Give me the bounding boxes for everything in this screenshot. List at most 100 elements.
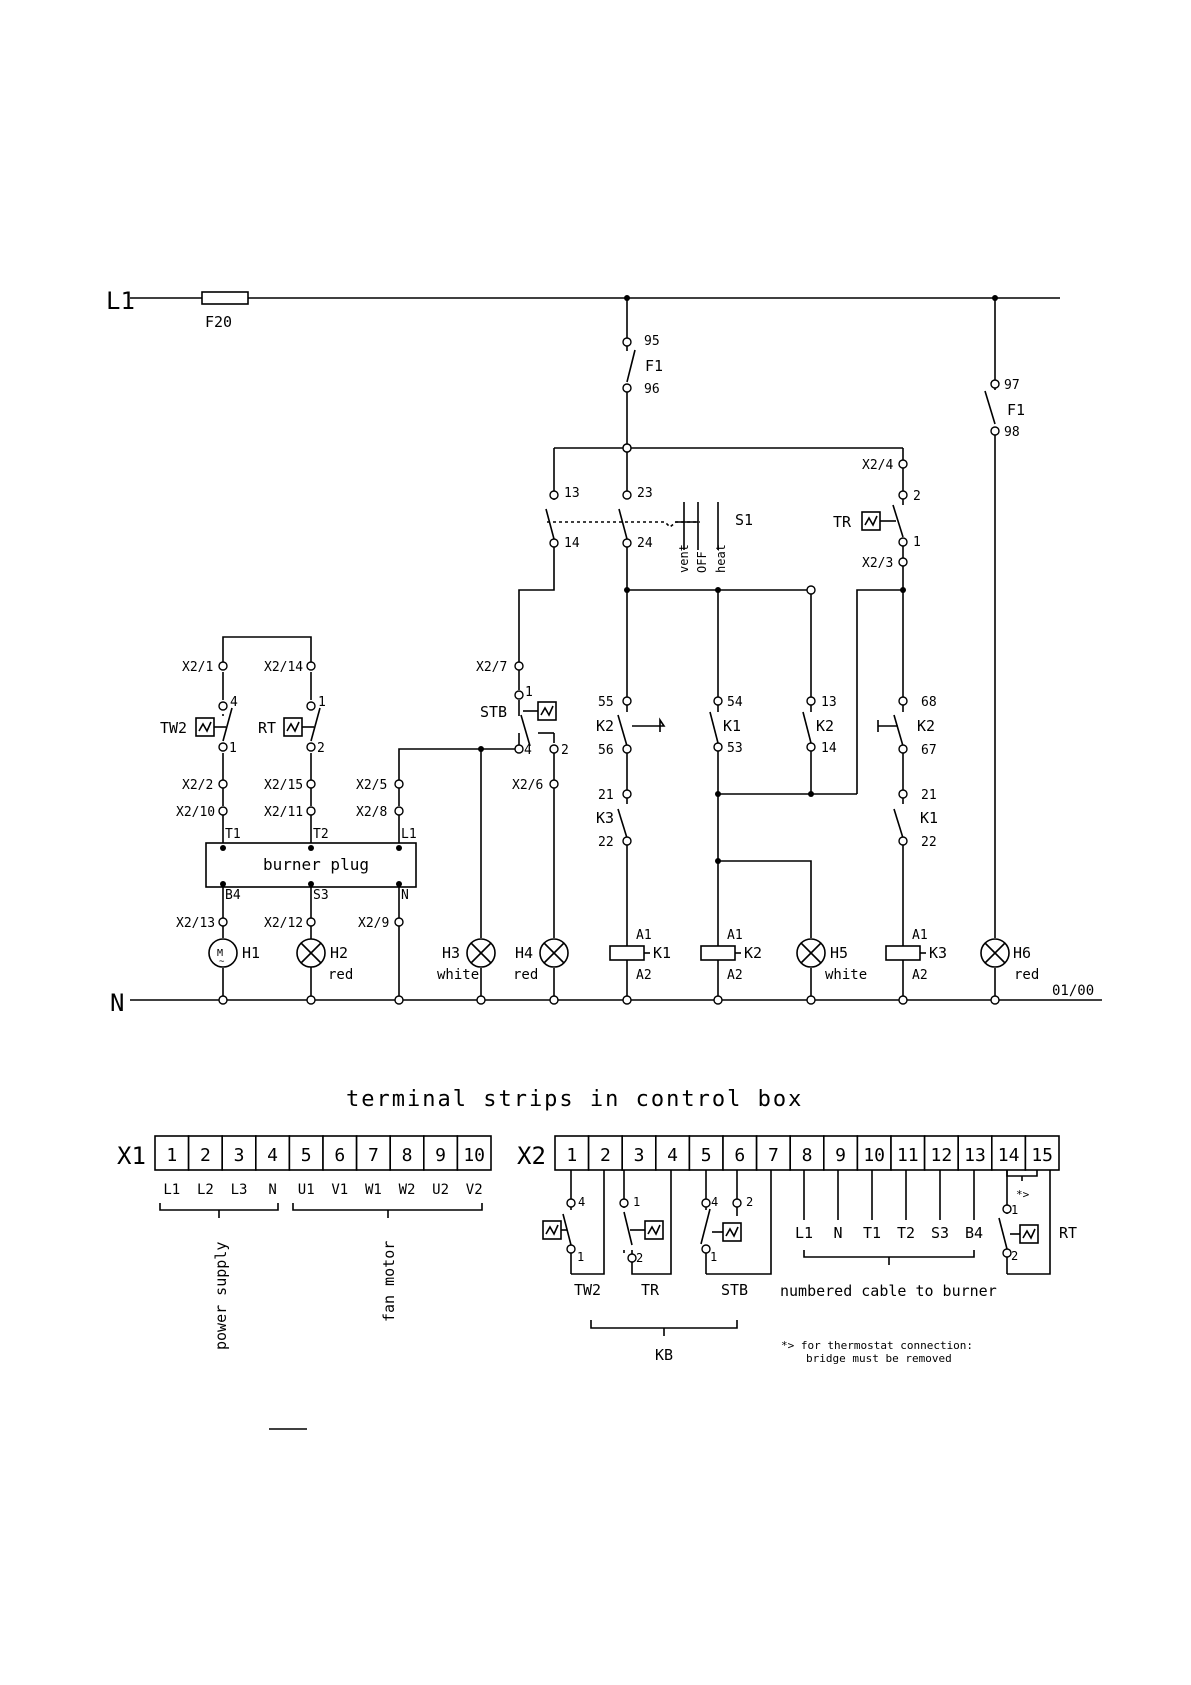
s1-position-off: OFF (695, 551, 709, 573)
label-k1-21: 21 (921, 788, 937, 803)
coil-k2-name: K2 (744, 944, 762, 962)
label-k1-13: 13 (564, 486, 580, 501)
label-x2-3: X2/3 (862, 556, 893, 571)
x1-cell-number: 9 (435, 1145, 446, 1166)
label-h5: H5 (830, 944, 848, 962)
label-x2-15: X2/15 (264, 778, 303, 793)
label-k2-68: 68 (921, 695, 937, 710)
label-b4: B4 (225, 888, 241, 903)
rt-pin-1: 1 (1011, 1203, 1018, 1217)
label-h3: H3 (442, 944, 460, 962)
label-k1-53: 53 (727, 741, 743, 756)
power-rails: L1 N 01/00 (106, 287, 1102, 1017)
tr-pin-1: 1 (633, 1195, 640, 1209)
label-x2-6: X2/6 (512, 778, 543, 793)
label-x2-4: X2/4 (862, 458, 893, 473)
x1-cell (255, 1135, 291, 1171)
x1-terminal-signal: N (268, 1182, 276, 1198)
label-h2: H2 (330, 944, 348, 962)
label-tw2-4: 4 (230, 695, 238, 710)
x1-group-power-supply: power supply (212, 1242, 230, 1350)
label-x2-1: X2/1 (182, 660, 213, 675)
label-rt-1: 1 (318, 695, 326, 710)
cable-label: S3 (931, 1224, 949, 1242)
x2-cell-number: 1 (566, 1145, 577, 1166)
x1-label: X1 (117, 1142, 146, 1170)
thermostat-icon (283, 717, 314, 737)
label-x2-14: X2/14 (264, 660, 303, 675)
label-t1: T1 (225, 827, 241, 842)
fuse-f20-label: F20 (205, 313, 232, 331)
x1-terminal-signal: V1 (331, 1182, 348, 1198)
label-x2-12: X2/12 (264, 916, 303, 931)
label-k1-54: 54 (727, 695, 743, 710)
rt-label: RT (1059, 1224, 1077, 1242)
stb-pin-1: 1 (710, 1250, 717, 1264)
label-k1-b: K1 (920, 809, 938, 827)
x1-cell (456, 1135, 492, 1171)
label-t2: T2 (313, 827, 329, 842)
label-k3-22: 22 (598, 835, 614, 850)
x1-cell (389, 1135, 425, 1171)
coil-k3-a2: A2 (912, 968, 928, 983)
left-circuit: M ~ X2/1 X2/14 4 TW2 1 1 RT 2 X2/2 X2/10… (160, 636, 481, 1005)
burner-plug-label: burner plug (263, 855, 369, 874)
x1-terminal-signal: L1 (163, 1182, 180, 1198)
label-tr-2: 2 (913, 489, 921, 504)
x2-cell-number: 8 (802, 1145, 813, 1166)
label-x2-8: X2/8 (356, 805, 387, 820)
fuse-f20: F20 (201, 291, 249, 331)
contactor-ladder: 55 K2 56 21 K3 22 54 K1 53 13 K2 14 68 K… (596, 585, 1039, 1005)
x2-cell-number: 4 (667, 1145, 678, 1166)
label-h1: H1 (242, 944, 260, 962)
s1-position-heat: heat (714, 544, 728, 573)
tw2-label: TW2 (574, 1281, 601, 1299)
x2-cell-number: 10 (863, 1145, 885, 1166)
x2-cell-number: 5 (701, 1145, 712, 1166)
x2-cell (923, 1135, 959, 1171)
x2-label: X2 (517, 1142, 546, 1170)
label-h5-color: white (825, 967, 867, 983)
tr-pin-2: 2 (636, 1251, 643, 1265)
tw2-pin-1: 1 (577, 1250, 584, 1264)
x1-cell-number: 8 (402, 1145, 413, 1166)
label-n-plug: N (401, 888, 409, 903)
x2-cell-number: 14 (998, 1145, 1020, 1166)
coil-k2-a2: A2 (727, 968, 743, 983)
label-k3: K3 (596, 809, 614, 827)
cable-label: B4 (965, 1224, 983, 1242)
label-x2-2: X2/2 (182, 778, 213, 793)
stb-pin-2: 2 (746, 1195, 753, 1209)
label-k2-a: K2 (596, 717, 614, 735)
label-h4-color: red (513, 967, 538, 983)
x1-cell-number: 3 (234, 1145, 245, 1166)
label-x2-10: X2/10 (176, 805, 215, 820)
label-x2-11: X2/11 (264, 805, 303, 820)
x2-cell (822, 1135, 859, 1171)
coil-icon (609, 945, 650, 961)
cable-label: N (833, 1224, 842, 1242)
label-k2-b: K2 (816, 717, 834, 735)
coil-k2-a1: A1 (727, 928, 743, 943)
note-line-2: bridge must be removed (806, 1352, 952, 1365)
x1-group-fan-motor: fan motor (380, 1241, 398, 1322)
x1-terminal-signal: U1 (298, 1182, 315, 1198)
cable-note: numbered cable to burner (780, 1282, 997, 1300)
label-k2-67: 67 (921, 743, 937, 758)
label-k1-a: K1 (723, 717, 741, 735)
x1-cell-number: 4 (267, 1145, 278, 1166)
control-top: 95 F1 96 97 F1 98 13 14 23 24 S1 vent OF… (545, 295, 1025, 1000)
label-stb: STB (480, 703, 507, 721)
rt-mark: *> (1016, 1188, 1030, 1201)
coil-icon (700, 945, 741, 961)
cable-label: T1 (863, 1224, 881, 1242)
label-f1-97: 97 (1004, 378, 1020, 393)
terminal-strips-title: terminal strips in control box (346, 1087, 803, 1112)
x1-cell-number: 1 (166, 1145, 177, 1166)
label-stb-1: 1 (525, 685, 533, 700)
x2-cell-number: 9 (835, 1145, 846, 1166)
